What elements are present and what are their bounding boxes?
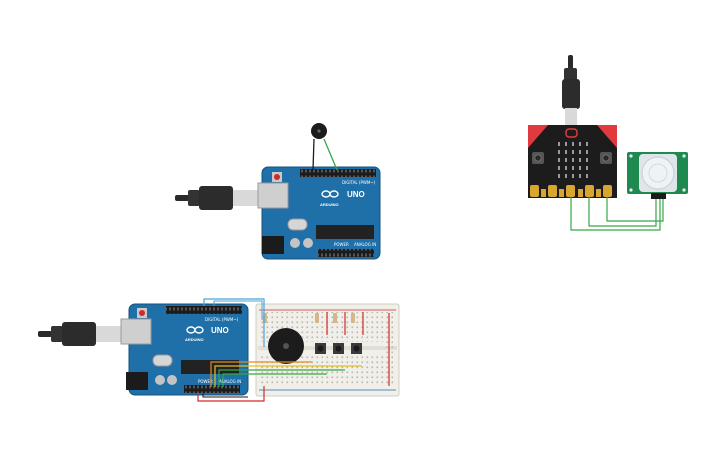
led-2-0 xyxy=(558,158,560,162)
led-3-3 xyxy=(579,166,581,170)
arduino-uno-top[interactable]: UNO ARDUINO DIGITAL (PWM~) POWER ANALOG … xyxy=(257,166,381,260)
pushbutton-1[interactable] xyxy=(315,343,326,354)
led-1-0 xyxy=(558,150,560,154)
pushbutton-3[interactable] xyxy=(351,343,362,354)
usb-cable-microbit[interactable] xyxy=(562,55,580,126)
analog-label: ANALOG IN xyxy=(354,242,376,247)
led-matrix xyxy=(558,142,588,178)
led-1-3 xyxy=(579,150,581,154)
led-2-1 xyxy=(565,158,567,162)
led-2-4 xyxy=(586,158,588,162)
brand-label: ARDUINO xyxy=(185,337,204,342)
led-4-0 xyxy=(558,174,560,178)
brand-label: ARDUINO xyxy=(320,202,339,207)
analog-label: ANALOG IN xyxy=(219,379,241,384)
led-1-2 xyxy=(572,150,574,154)
pushbuttons[interactable] xyxy=(315,343,362,354)
led-0-0 xyxy=(558,142,560,146)
led-2-3 xyxy=(579,158,581,162)
button-a[interactable] xyxy=(532,152,544,164)
uno-logo: UNO xyxy=(211,326,229,335)
reset-button-bottom[interactable] xyxy=(139,310,145,316)
power-label: POWER xyxy=(334,242,349,247)
piezo-buzzer-bottom[interactable] xyxy=(268,328,304,364)
led-3-2 xyxy=(572,166,574,170)
led-0-4 xyxy=(586,142,588,146)
led-2-2 xyxy=(572,158,574,162)
piezo-buzzer-top[interactable] xyxy=(311,123,327,139)
uno-logo: UNO xyxy=(347,190,365,199)
led-3-0 xyxy=(558,166,560,170)
buzzer-wire-black[interactable] xyxy=(312,138,315,171)
edge-connector xyxy=(530,185,612,197)
buzzer-wire-green[interactable] xyxy=(323,138,338,171)
pir-dome-icon xyxy=(639,154,677,192)
led-4-1 xyxy=(565,174,567,178)
digital-label: DIGITAL (PWM~) xyxy=(342,180,376,185)
led-4-3 xyxy=(579,174,581,178)
led-4-2 xyxy=(572,174,574,178)
power-label: POWER xyxy=(198,379,213,384)
button-b[interactable] xyxy=(600,152,612,164)
usb-cable-bottom[interactable] xyxy=(38,322,124,346)
led-0-3 xyxy=(579,142,581,146)
reset-button-top[interactable] xyxy=(274,174,280,180)
microbit-board[interactable] xyxy=(528,125,617,198)
resistors[interactable] xyxy=(263,313,355,323)
microbit-wires[interactable] xyxy=(570,197,664,231)
led-3-4 xyxy=(586,166,588,170)
led-1-4 xyxy=(586,150,588,154)
usb-cable-top[interactable] xyxy=(175,186,261,210)
led-0-2 xyxy=(572,142,574,146)
pushbutton-2[interactable] xyxy=(333,343,344,354)
digital-label: DIGITAL (PWM~) xyxy=(205,317,239,322)
breadboard-red-wires[interactable] xyxy=(326,312,390,386)
led-3-1 xyxy=(565,166,567,170)
pir-sensor[interactable] xyxy=(627,152,688,199)
arduino-uno-bottom[interactable]: UNO ARDUINO DIGITAL (PWM~) POWER ANALOG … xyxy=(120,303,249,396)
led-0-1 xyxy=(565,142,567,146)
led-1-1 xyxy=(565,150,567,154)
led-4-4 xyxy=(586,174,588,178)
bottom-wires[interactable] xyxy=(197,298,362,402)
